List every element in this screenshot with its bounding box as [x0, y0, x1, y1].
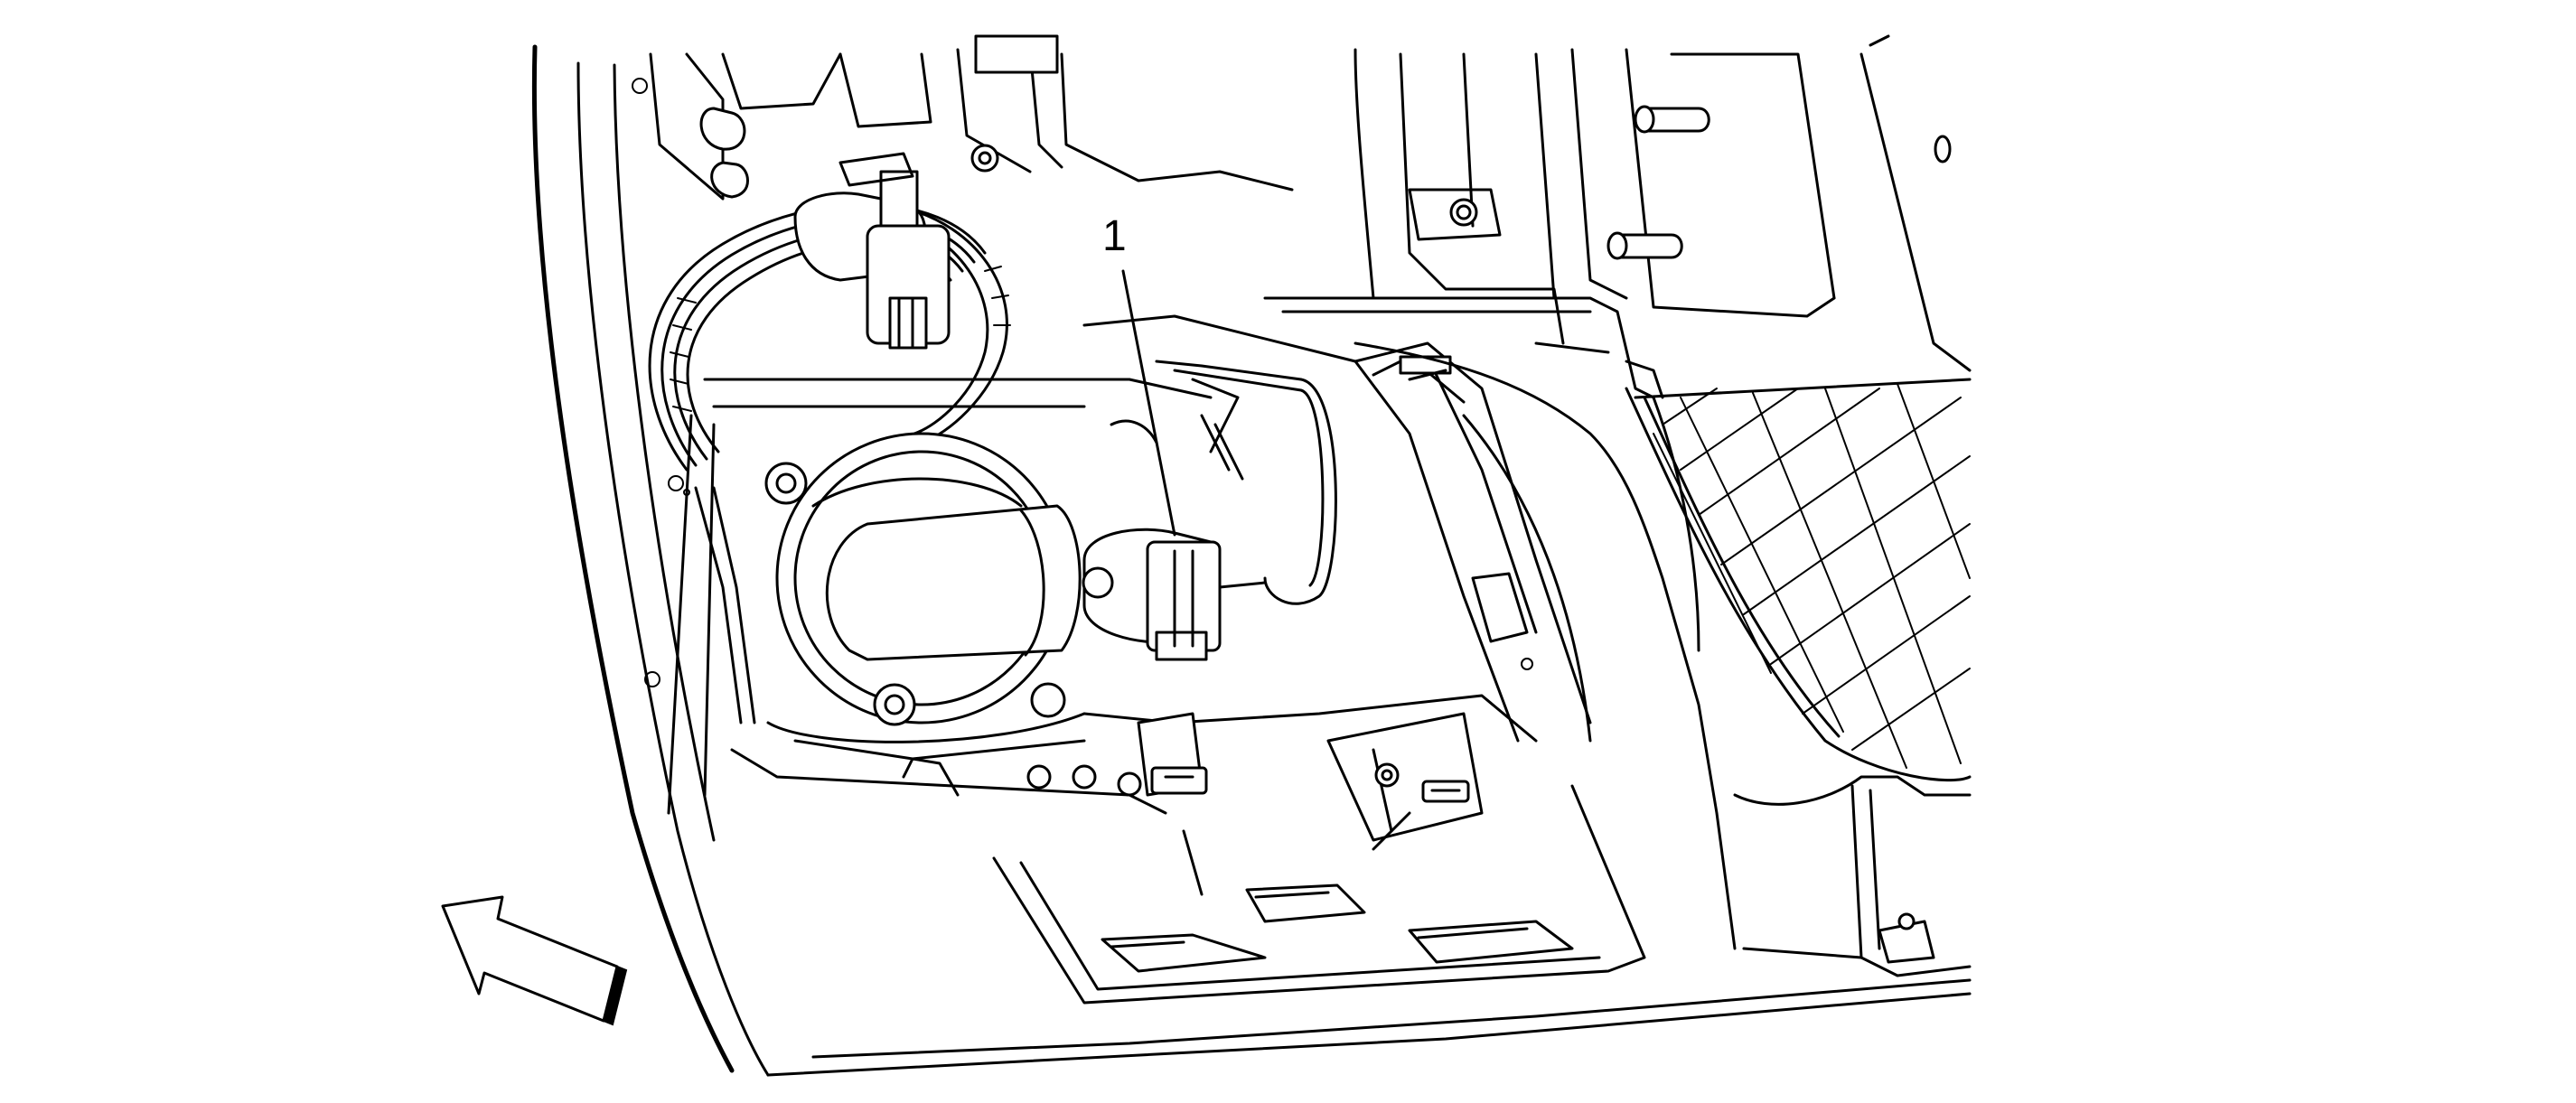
grille-diagonal-b: [1653, 383, 1971, 769]
callout-leader-line: [1121, 269, 1176, 537]
right-panel: [1263, 34, 1972, 950]
grille-mesh: [1625, 378, 1972, 782]
grille-diagonal-a: [1662, 388, 1971, 751]
fog-lamp-bulb: [1082, 528, 1222, 661]
bulb-wire-loop: [1110, 360, 1337, 605]
forward-arrow-icon: [441, 895, 628, 1026]
lower-brackets: [730, 712, 1484, 842]
upper-connector: [793, 152, 951, 350]
lower-shield: [992, 784, 1646, 1005]
callout-label-1: 1: [1102, 212, 1127, 260]
mounting-plate: [1082, 314, 1592, 743]
lower-right-clips: [1733, 775, 1972, 977]
fog-lamp-housing: [667, 378, 1213, 815]
upper-bracket: [649, 34, 1294, 201]
bumper-fascia: [531, 44, 1972, 1077]
